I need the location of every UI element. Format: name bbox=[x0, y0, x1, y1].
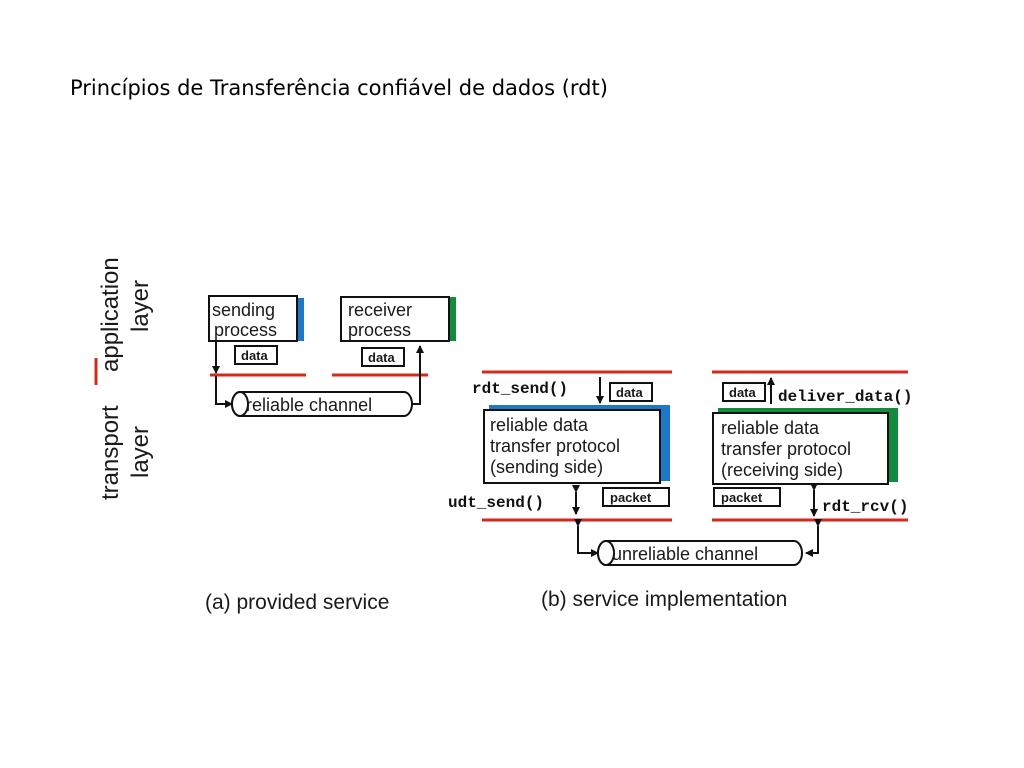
channel-in-arrow bbox=[215, 376, 233, 408]
sending-protocol-line1: reliable data bbox=[490, 415, 589, 435]
receiver-process-box bbox=[340, 296, 450, 342]
sending-process-line1: sending bbox=[212, 300, 275, 320]
data-tag bbox=[609, 382, 653, 402]
panel-a-caption: (a) provided service bbox=[205, 591, 389, 614]
sending-protocol-line2: transfer protocol bbox=[490, 436, 620, 456]
packet-tag bbox=[602, 487, 670, 507]
receiving-protocol-line2: transfer protocol bbox=[721, 439, 851, 459]
application-layer-label: layer bbox=[127, 280, 154, 332]
panel-a: sending process receiver process data da… bbox=[205, 295, 456, 614]
slide-title: Princípios de Transferência confiável de… bbox=[70, 76, 608, 100]
data-tag bbox=[722, 382, 766, 402]
data-tag bbox=[234, 345, 278, 365]
rdt-send-call: rdt_send() bbox=[472, 380, 568, 398]
udt-send-call: udt_send() bbox=[448, 494, 544, 512]
receiver-process-line1: receiver bbox=[348, 300, 412, 320]
receiving-protocol-line3: (receiving side) bbox=[721, 460, 843, 480]
packet-tag-label: packet bbox=[610, 490, 652, 505]
transport-layer-label: layer bbox=[127, 426, 154, 478]
receiver-process-line2: process bbox=[348, 320, 411, 340]
data-tag-label: data bbox=[368, 350, 396, 365]
sending-protocol-box bbox=[483, 409, 661, 484]
receiving-protocol-box bbox=[712, 412, 889, 485]
pipe-end bbox=[597, 540, 615, 566]
unreliable-channel-label: unreliable channel bbox=[612, 544, 758, 564]
channel-link-right bbox=[805, 519, 822, 557]
packet-tag-label: packet bbox=[721, 490, 763, 505]
data-tag-label: data bbox=[241, 348, 269, 363]
sending-process-box bbox=[208, 295, 298, 342]
application-label: application bbox=[97, 257, 124, 372]
sending-protocol-line3: (sending side) bbox=[490, 457, 603, 477]
channel-out-arrow bbox=[410, 345, 424, 405]
data-tag-label: data bbox=[616, 385, 644, 400]
transport-label: transport bbox=[97, 405, 124, 500]
data-tag-label: data bbox=[729, 385, 757, 400]
panel-b-caption: (b) service implementation bbox=[541, 588, 787, 611]
panel-b: rdt_send() data reliable data transfer p… bbox=[448, 370, 912, 611]
rdt-rcv-call: rdt_rcv() bbox=[822, 498, 908, 516]
channel-link-left bbox=[574, 519, 599, 557]
layer-labels: application layer transport layer bbox=[94, 257, 154, 500]
data-tag bbox=[361, 347, 405, 367]
pipe-end bbox=[231, 391, 249, 417]
receiving-protocol-line1: reliable data bbox=[721, 418, 820, 438]
packet-tag bbox=[713, 487, 781, 507]
reliable-channel-label: reliable channel bbox=[246, 395, 372, 415]
sending-process-line2: process bbox=[214, 320, 277, 340]
deliver-data-call: deliver_data() bbox=[778, 388, 912, 406]
